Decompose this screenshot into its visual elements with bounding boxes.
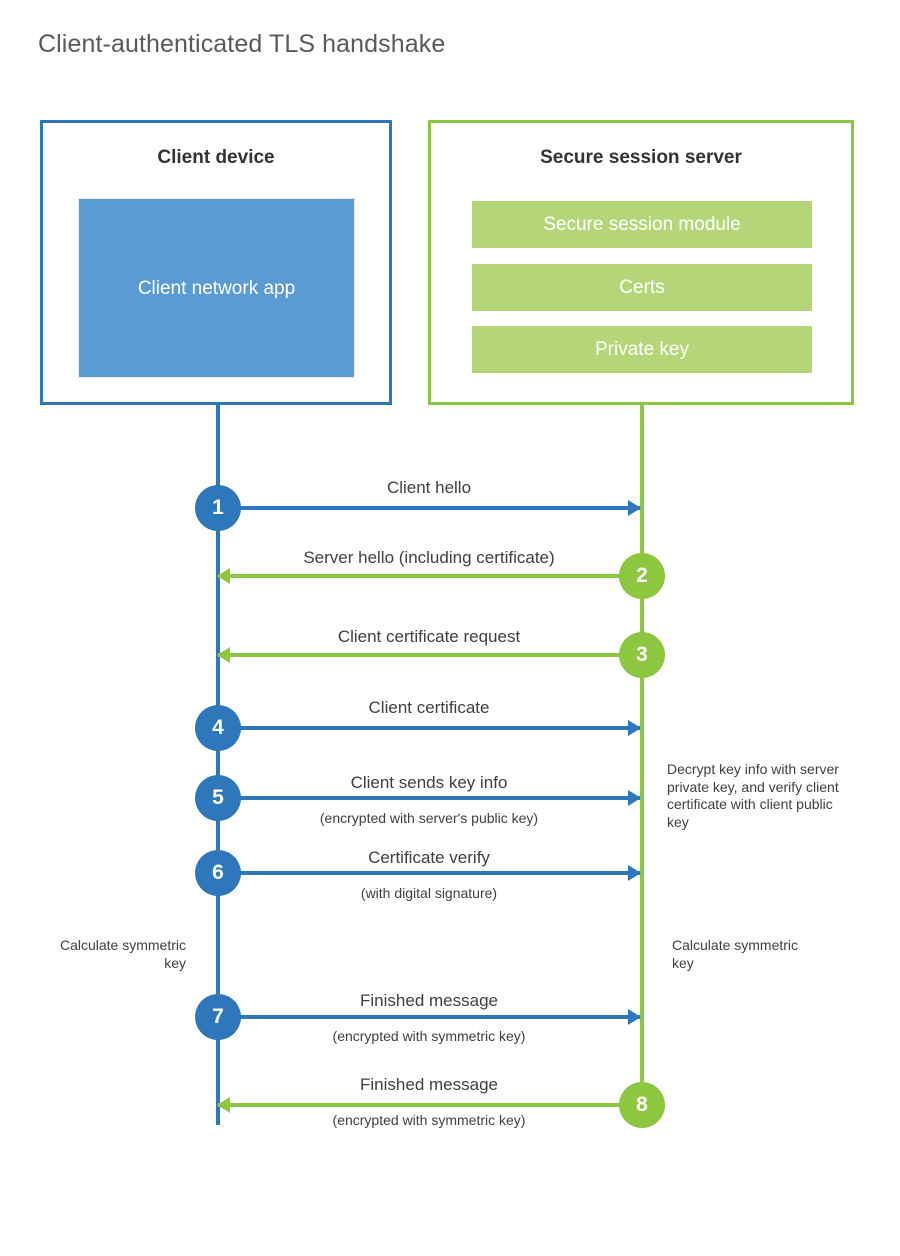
arrow-head-left-icon [217, 568, 230, 584]
message-arrow-5 [218, 790, 641, 806]
note-client-calculate-symmetric-key: Calculate symmetric key [59, 937, 186, 971]
client-device-box: Client device Client network app [40, 120, 392, 405]
message-sublabel-6: (with digital signature) [360, 885, 498, 901]
arrow-line [218, 796, 640, 800]
arrow-line [218, 726, 640, 730]
step-circle-8[interactable]: 8 [619, 1082, 665, 1128]
message-label-3: Client certificate request [337, 627, 521, 646]
note-server-calculate-symmetric-key: Calculate symmetric key [672, 937, 799, 971]
message-sublabel-8: (encrypted with symmetric key) [332, 1112, 526, 1128]
step-circle-2[interactable]: 2 [619, 553, 665, 599]
message-label-4: Client certificate [368, 698, 490, 717]
note-server-decrypt: Decrypt key info with server private key… [667, 761, 839, 830]
message-sublabel-7: (encrypted with symmetric key) [332, 1028, 526, 1044]
message-label-7: Finished message [360, 991, 498, 1010]
arrow-line [218, 506, 640, 510]
message-label-6: Certificate verify [368, 848, 490, 867]
message-arrow-4 [218, 720, 641, 736]
message-arrow-7 [218, 1009, 641, 1025]
message-arrow-2 [217, 568, 640, 584]
server-module-secure-session-module: Secure session module [472, 201, 812, 248]
arrow-head-right-icon [628, 865, 641, 881]
step-circle-3[interactable]: 3 [619, 632, 665, 678]
client-network-app-block: Client network app [78, 198, 355, 378]
step-circle-4[interactable]: 4 [195, 705, 241, 751]
arrow-head-right-icon [628, 720, 641, 736]
arrow-head-left-icon [217, 647, 230, 663]
arrow-head-right-icon [628, 1009, 641, 1025]
secure-session-server-title: Secure session server [540, 147, 742, 168]
client-network-app-label: Client network app [137, 277, 296, 299]
secure-session-server-box: Secure session server Secure session mod… [428, 120, 854, 405]
arrow-line [218, 1015, 640, 1019]
message-arrow-3 [217, 647, 640, 663]
step-circle-6[interactable]: 6 [195, 850, 241, 896]
message-sublabel-5: (encrypted with server's public key) [319, 810, 539, 826]
step-circle-5[interactable]: 5 [195, 775, 241, 821]
message-arrow-8 [217, 1097, 640, 1113]
message-arrow-6 [218, 865, 641, 881]
server-module-certs: Certs [472, 264, 812, 311]
message-label-2: Server hello (including certificate) [303, 548, 555, 567]
client-device-title: Client device [157, 147, 275, 168]
page-title: Client-authenticated TLS handshake [38, 30, 446, 58]
message-label-5: Client sends key info [350, 773, 508, 792]
arrow-line [218, 653, 640, 657]
arrow-head-right-icon [628, 500, 641, 516]
arrow-head-right-icon [628, 790, 641, 806]
arrow-line [218, 574, 640, 578]
step-circle-1[interactable]: 1 [195, 485, 241, 531]
message-label-8: Finished message [360, 1075, 498, 1094]
arrow-line [218, 1103, 640, 1107]
arrow-head-left-icon [217, 1097, 230, 1113]
step-circle-7[interactable]: 7 [195, 994, 241, 1040]
client-lifeline [216, 405, 220, 1125]
server-module-private-key: Private key [472, 326, 812, 373]
server-lifeline [640, 405, 644, 1110]
arrow-line [218, 871, 640, 875]
message-arrow-1 [218, 500, 641, 516]
message-label-1: Client hello [386, 478, 472, 497]
